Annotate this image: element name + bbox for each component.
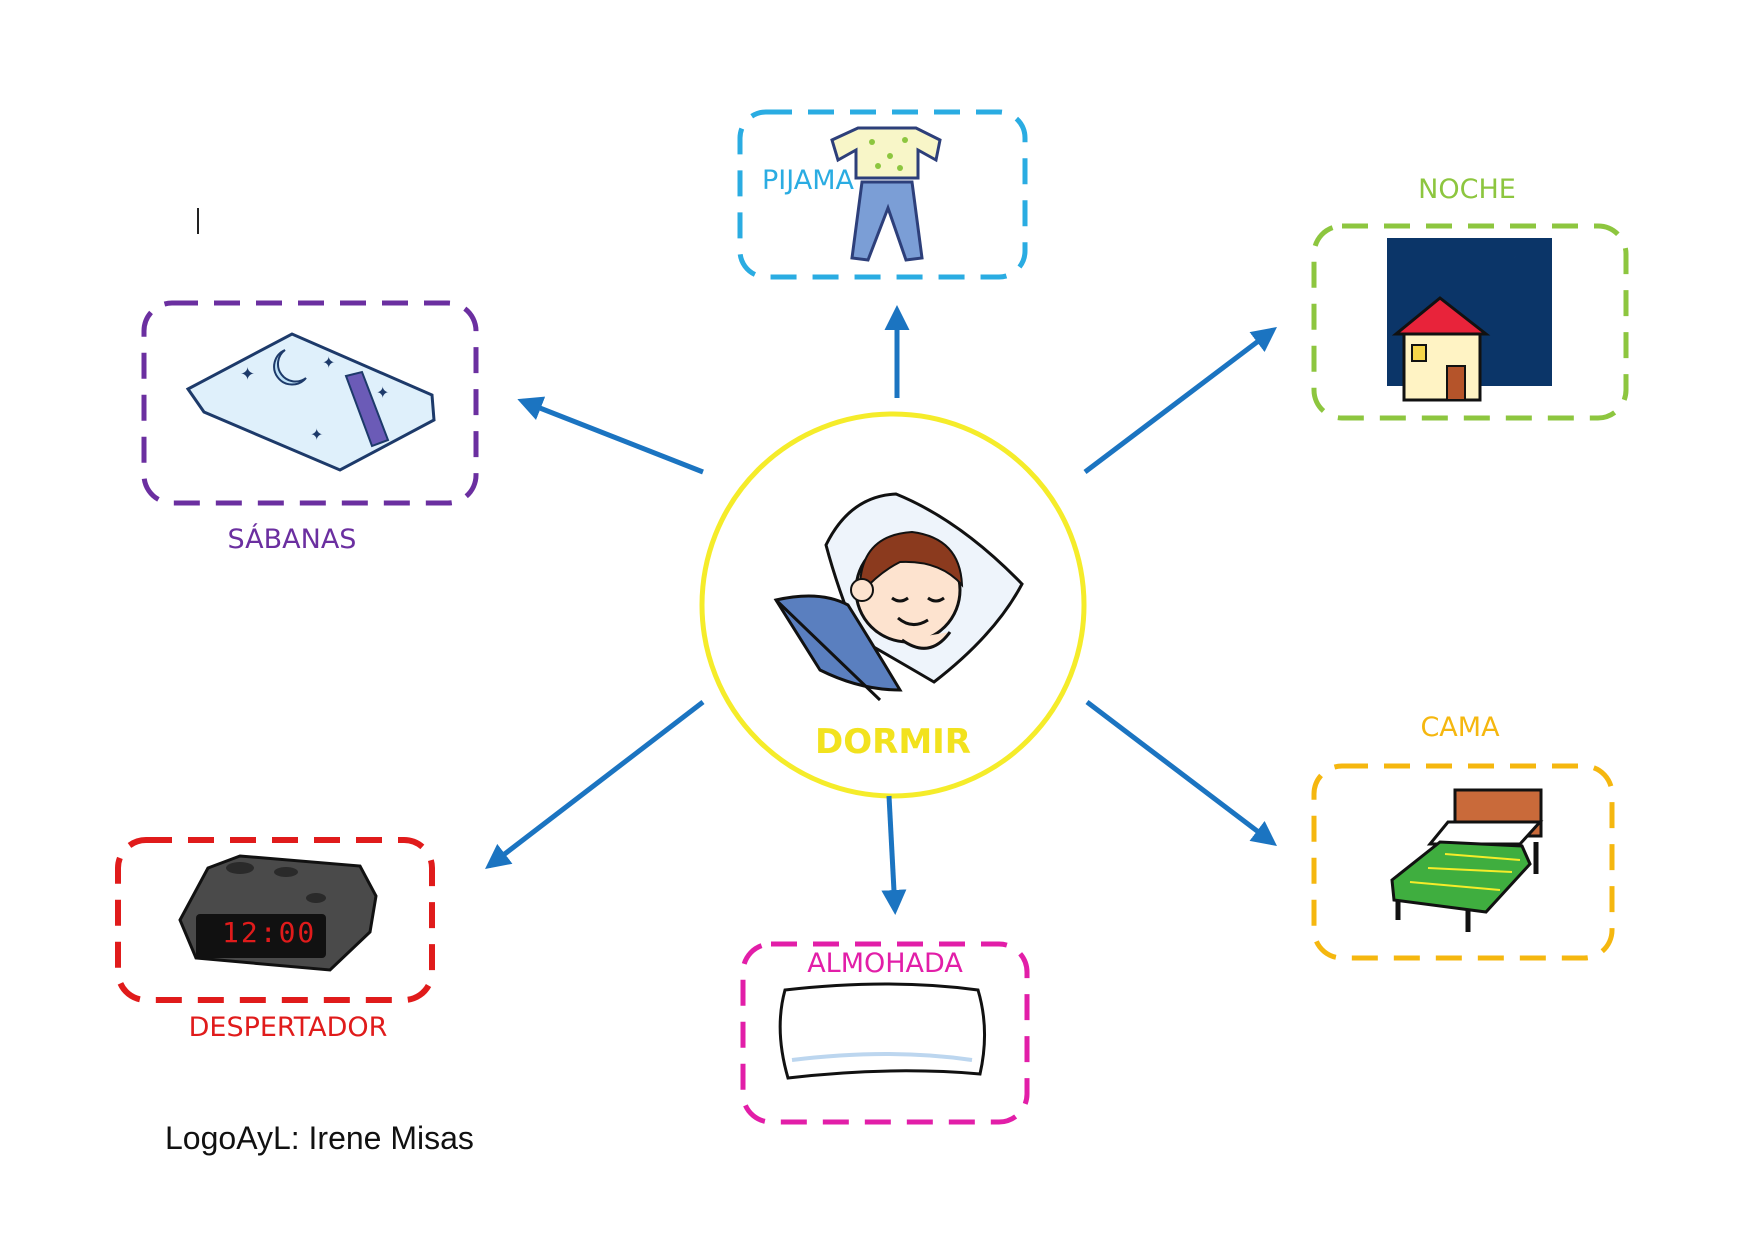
label-sabanas: SÁBANAS: [227, 524, 357, 555]
bed-sheets-icon: ✦ ✦ ✦ ✦: [185, 332, 436, 472]
box-sabanas: [141, 300, 479, 506]
box-noche: [1311, 223, 1629, 421]
svg-text:✦: ✦: [240, 364, 255, 385]
label-pijama: PIJAMA: [762, 165, 854, 196]
arrow-to-noche: [1083, 326, 1277, 474]
label-cama: CAMA: [1420, 712, 1500, 743]
box-cama: [1311, 763, 1615, 961]
arrow-to-cama: [1085, 700, 1277, 847]
box-despertador: [115, 837, 435, 1003]
arrow-to-sabanas: [517, 396, 704, 475]
pillow-icon: [778, 982, 986, 1080]
alarm-clock-icon: [178, 854, 378, 972]
center-label: DORMIR: [815, 722, 971, 762]
bed-icon: [1390, 788, 1544, 932]
svg-text:✦: ✦: [310, 425, 323, 444]
pajamas-icon: [830, 126, 942, 262]
label-despertador: DESPERTADOR: [188, 1012, 388, 1043]
arrow-to-almohada: [881, 795, 907, 915]
alarm-clock-display: 12:00: [222, 916, 317, 949]
label-noche: NOCHE: [1418, 174, 1516, 205]
svg-text:✦: ✦: [376, 383, 389, 402]
box-pijama: [737, 109, 1028, 280]
center-circle: [699, 411, 1087, 799]
svg-text:✦: ✦: [322, 353, 335, 372]
label-almohada: ALMOHADA: [807, 948, 963, 979]
box-almohada: [740, 941, 1030, 1125]
text-cursor: [197, 208, 199, 234]
credit-text: LogoAyL: Irene Misas: [165, 1120, 474, 1156]
arrow-to-despertador: [485, 700, 705, 870]
sleeping-child-icon: [773, 492, 1024, 702]
night-house-icon: [1387, 238, 1552, 402]
